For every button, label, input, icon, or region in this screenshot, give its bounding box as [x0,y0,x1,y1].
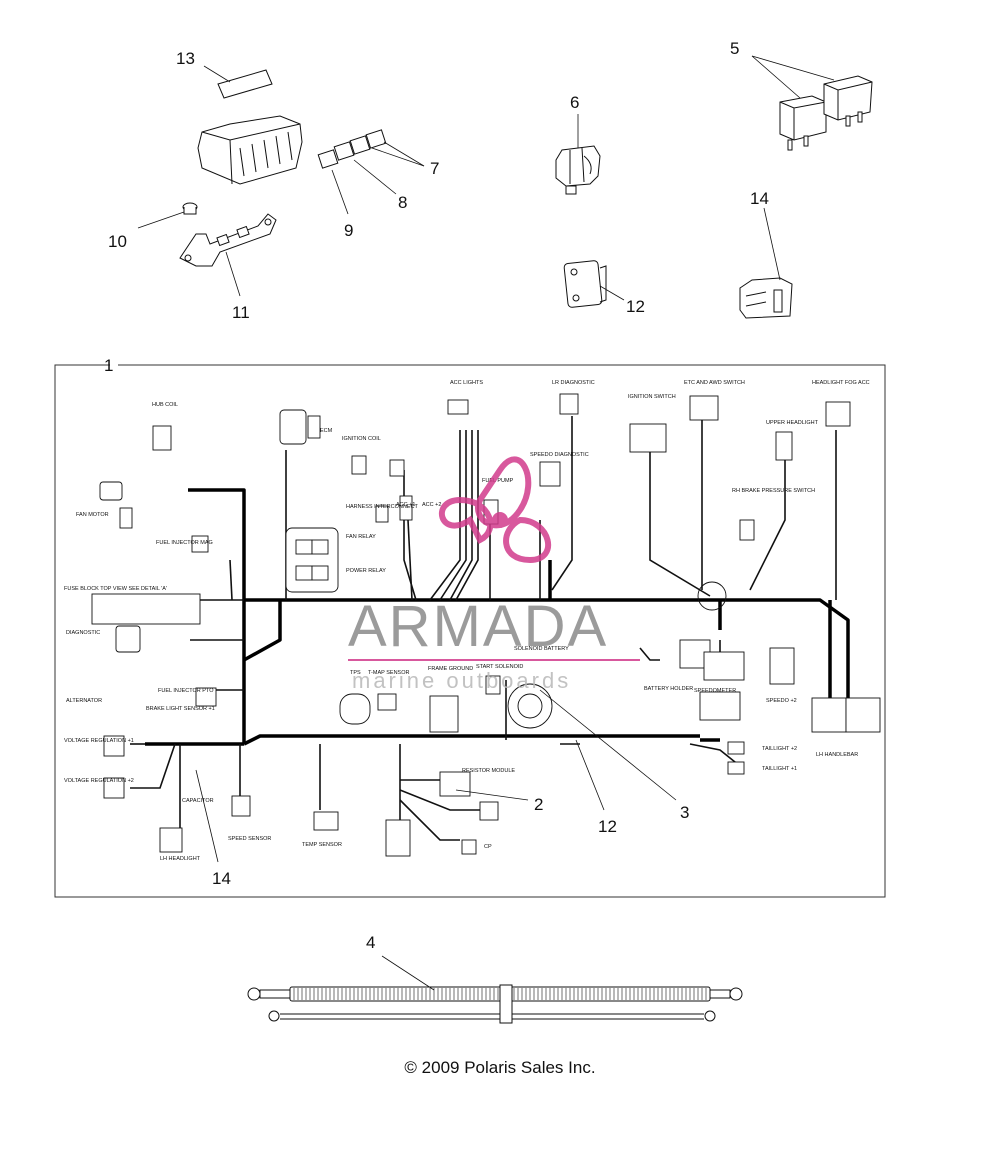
label-upper-headlight: UPPER HEADLIGHT [766,420,819,426]
label-power-relay: POWER RELAY [346,568,386,574]
label-fuse-block: FUSE BLOCK TOP VIEW SEE DETAIL 'A' [64,586,167,592]
harness-labels: HUB COIL ECM IGNITION COIL ACC LIGHTS LR… [64,380,870,862]
label-fan-motor: FAN MOTOR [76,512,109,518]
label-lh-headlight: LH HEADLIGHT [160,856,201,862]
watermark: ARMADA marine outboards [348,456,640,693]
callout-9: 9 [344,221,353,240]
label-start-solenoid: START SOLENOID [476,664,523,670]
callout-3: 3 [680,803,689,822]
part-14-connector-top [739,277,793,319]
label-fan-relay: FAN RELAY [346,534,376,540]
part-5-relays [779,75,873,151]
part-13-fuse-box-cover [197,69,303,185]
part-4-cable-ribs [293,988,707,1000]
watermark-sub: marine outboards [352,668,571,693]
callout-8: 8 [398,193,407,212]
callout-13: 13 [176,49,195,68]
label-hub-coil: HUB COIL [152,402,178,408]
part-12-switch [563,260,607,308]
callout-6: 6 [570,93,579,112]
copyright-text: © 2009 Polaris Sales Inc. [404,1058,596,1077]
label-voltage-reg1: VOLTAGE REGULATION +1 [64,738,134,744]
label-diagnostic: DIAGNOSTIC [66,630,100,636]
wire-hub [697,581,727,611]
label-lh-handlebar: LH HANDLEBAR [816,752,858,758]
label-brake-light-sensor: BRAKE LIGHT SENSOR +1 [146,706,215,712]
label-headlight-fog-acc: HEADLIGHT FOG ACC [812,380,870,386]
label-acc1: ACC +1 [396,502,415,508]
watermark-brand: ARMADA [348,594,608,659]
label-ignition-switch: IGNITION SWITCH [628,394,676,400]
callout-11: 11 [232,303,250,322]
part-7-8-9-fuses [317,129,387,169]
label-battery-holder: BATTERY HOLDER [644,686,693,692]
part-11-bracket [179,213,277,267]
callout-2: 2 [534,795,543,814]
start-solenoid-ring [507,683,553,729]
label-resistor-module: RESISTOR MODULE [462,768,515,774]
callout-5: 5 [730,39,739,58]
label-frame-ground: FRAME GROUND [428,666,473,672]
label-speedo-diagnostic: SPEEDO DIAGNOSTIC [530,452,589,458]
callout-7: 7 [430,159,439,178]
label-speedo2: SPEEDO +2 [766,698,797,704]
label-taillight2: TAILLIGHT +2 [762,746,797,752]
label-tps: TPS [350,670,361,676]
label-acc-lights: ACC LIGHTS [450,380,483,386]
callout-12-harness: 12 [598,817,617,836]
label-voltage-reg2: VOLTAGE REGULATION +2 [64,778,134,784]
label-cp: CP [484,844,492,850]
label-acc2: ACC +2 [422,502,441,508]
callout-10: 10 [108,232,127,251]
label-harness-interconnect: HARNESS INTERCONNECT [346,504,418,510]
callout-4: 4 [366,933,375,952]
callout-12-top: 12 [626,297,645,316]
label-alternator: ALTERNATOR [66,698,102,704]
label-solenoid-battery: SOLENOID BATTERY [514,646,569,652]
label-fuel-injector-mag: FUEL INJECTOR MAG [156,540,213,546]
callout-14-top: 14 [750,189,769,208]
label-rh-brake-switch: RH BRAKE PRESSURE SWITCH [732,488,815,494]
label-taillight1: TAILLIGHT +1 [762,766,797,772]
label-lr-diagnostic: LR DIAGNOSTIC [552,380,595,386]
label-temp-sensor: TEMP SENSOR [302,842,342,848]
label-fuel-injector-pto: FUEL INJECTOR PTO [158,688,214,694]
label-ecm: ECM [320,428,333,434]
label-ignition-coil: IGNITION COIL [342,436,381,442]
part-6-connector [555,145,601,195]
label-capacitor: CAPACITOR [182,798,214,804]
label-fuel-pump: FUEL PUMP [482,478,514,484]
callout-1: 1 [104,356,113,375]
label-speed-sensor: SPEED SENSOR [228,836,271,842]
label-speedometer: SPEEDOMETER [694,688,736,694]
part-10-bolt [182,202,198,215]
part-4-battery-cables [247,984,743,1024]
label-tmap-sensor: T-MAP SENSOR [368,670,409,676]
label-etc-awd-switch: ETC AND AWD SWITCH [684,380,745,386]
harness-frame [54,364,886,898]
callout-14-harness: 14 [212,869,231,888]
